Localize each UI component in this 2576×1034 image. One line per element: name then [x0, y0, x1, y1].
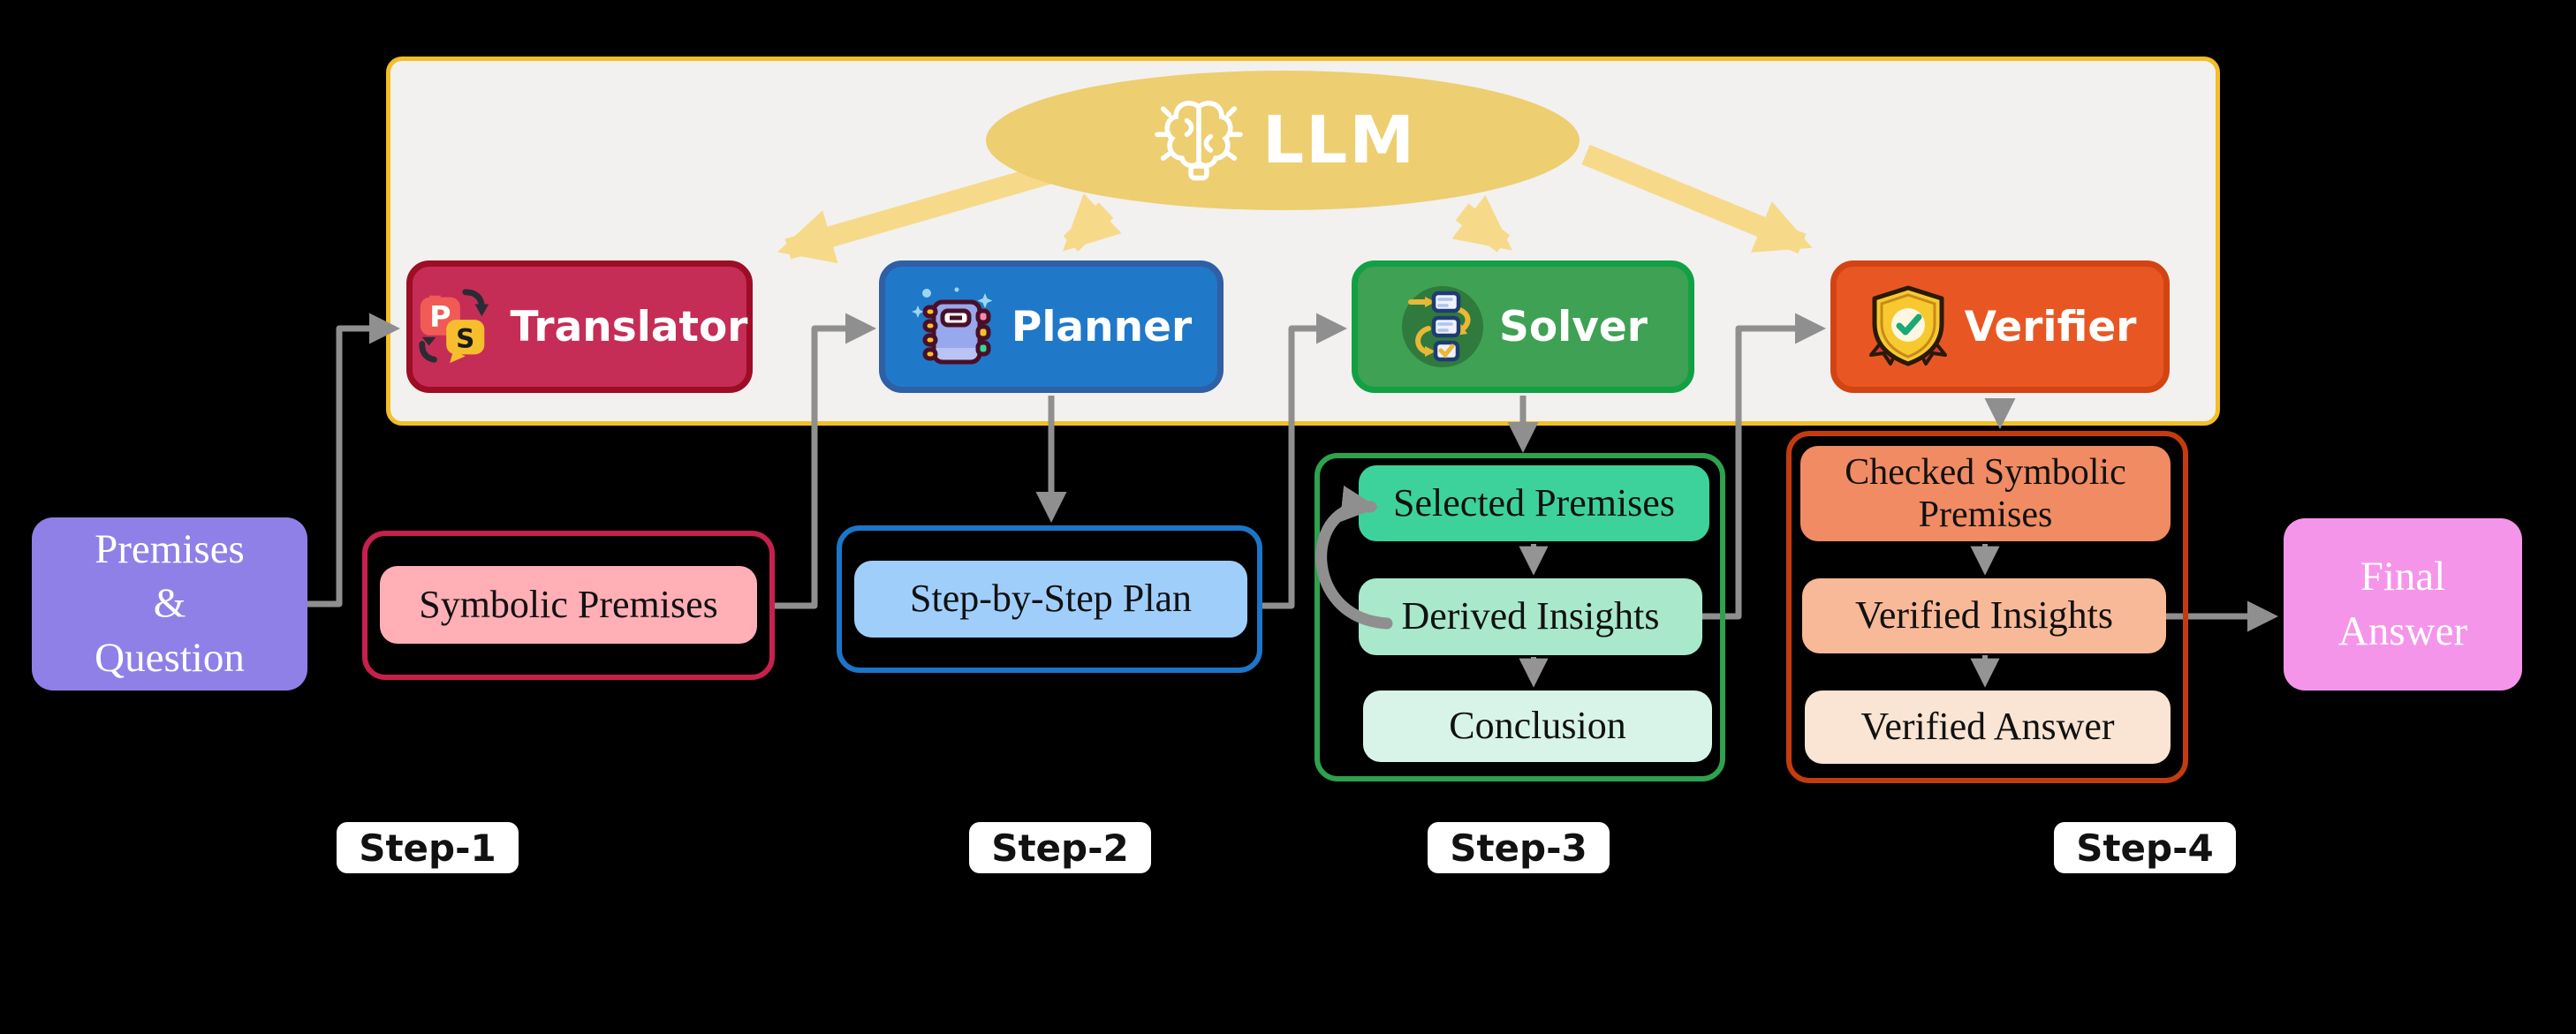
step-label-2: Step-2: [969, 822, 1151, 873]
symbolic-premises-box: Symbolic Premises: [380, 566, 757, 644]
llm-label: LLM: [1262, 102, 1416, 178]
step-label-1: Step-1: [337, 822, 519, 873]
final-answer-label: Final Answer: [2337, 554, 2468, 654]
svg-text:S: S: [456, 324, 474, 354]
verified-insights-box: Verified Insights: [1802, 578, 2166, 653]
module-translator: P S Translator: [406, 260, 753, 393]
module-solver-label: Solver: [1499, 302, 1648, 351]
step-label-4: Step-4: [2054, 822, 2236, 873]
module-verifier-label: Verifier: [1964, 302, 2137, 351]
final-answer-box: Final Answer: [2284, 518, 2522, 691]
module-planner: Planner: [879, 260, 1224, 393]
llm-node: LLM: [986, 71, 1580, 210]
module-verifier: Verifier: [1830, 260, 2170, 393]
derived-insights-box: Derived Insights: [1359, 578, 1702, 655]
verified-answer-box: Verified Answer: [1805, 691, 2171, 764]
premises-question-box: Premises & Question: [32, 517, 307, 691]
notebook-icon: [911, 287, 993, 365]
conclusion-box: Conclusion: [1363, 691, 1712, 762]
workflow-icon: [1402, 286, 1484, 367]
step-label-3: Step-3: [1428, 822, 1610, 873]
shield-check-icon: [1868, 285, 1947, 366]
selected-premises-box: Selected Premises: [1359, 465, 1709, 541]
module-solver: Solver: [1352, 260, 1694, 393]
brain-bulb-icon: [1155, 101, 1243, 181]
module-translator-label: Translator: [510, 302, 748, 351]
module-planner-label: Planner: [1011, 302, 1193, 351]
premises-question-label: Premises & Question: [95, 526, 245, 681]
translate-icon: P S: [418, 289, 489, 364]
checked-premises-box: Checked Symbolic Premises: [1800, 446, 2171, 541]
step-plan-box: Step-by-Step Plan: [854, 561, 1247, 638]
